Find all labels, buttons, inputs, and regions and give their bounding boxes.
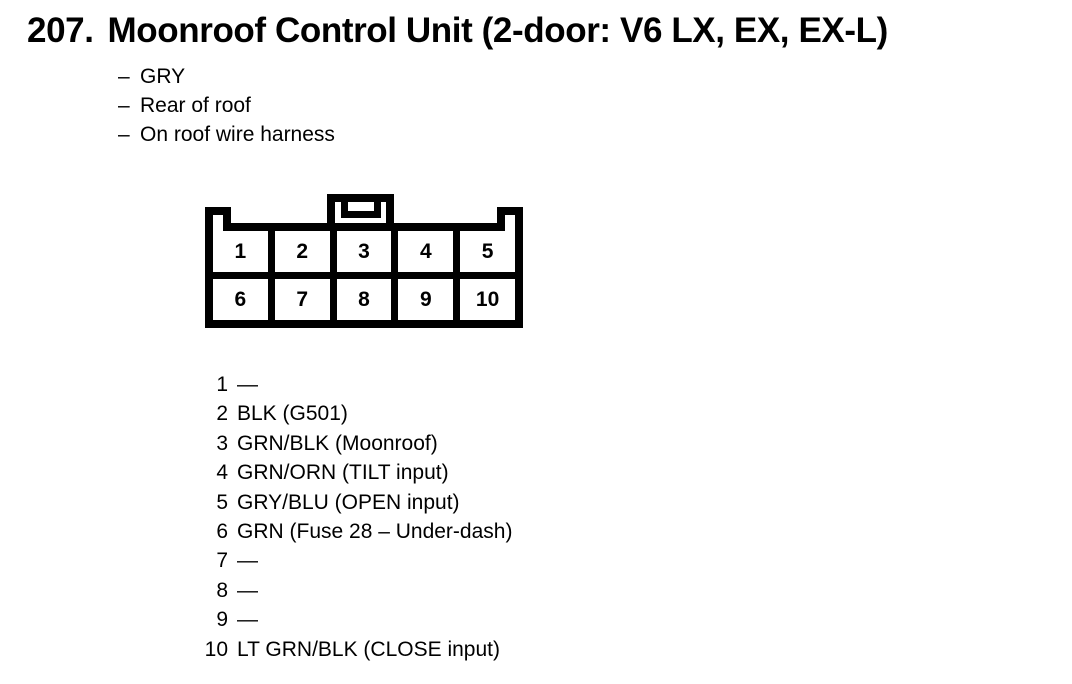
pin-number: 4 [216,461,228,485]
connector-pin-cell: 6 [213,279,268,320]
pinout-row: 2 BLK (G501) [200,399,512,428]
connector-ear-right [497,207,523,231]
connector-latch-tab [327,194,394,223]
pin-wire-label: GRN/ORN (TILT input) [237,461,449,485]
connector-pin-cell: 2 [274,231,330,272]
connector-pin-cell: 4 [398,231,454,272]
connector-pin-cell: 10 [460,279,515,320]
note-line: – Rear of roof [118,91,335,120]
pinout-row: 5 GRY/BLU (OPEN input) [200,488,512,517]
pinout-row: 10 LT GRN/BLK (CLOSE input) [200,635,512,664]
connector-notes: – GRY – Rear of roof – On roof wire harn… [118,62,335,149]
connector-ear-left [205,207,231,231]
pin-wire-label: — [237,578,258,602]
connector-pin-grid: 1 2 3 4 5 6 7 8 9 10 [213,231,515,320]
note-text: On roof wire harness [140,123,335,146]
pin-number: 6 [216,520,228,544]
pinout-row: 6 GRN (Fuse 28 – Under-dash) [200,517,512,546]
pinout-row: 7 — [200,546,512,575]
connector-pin-cell: 8 [336,279,392,320]
pinout-row: 4 GRN/ORN (TILT input) [200,458,512,487]
note-dash: – [118,65,130,88]
pinout-list: 1 — 2 BLK (G501) 3 GRN/BLK (Moonroof) 4 … [200,370,513,664]
note-text: GRY [140,65,186,88]
connector-pin-cell: 7 [274,279,330,320]
page-title-text: Moonroof Control Unit (2-door: V6 LX, EX… [107,11,889,50]
pin-number: 9 [216,608,228,632]
pinout-row: 9 — [200,605,512,634]
connector-pin-cell: 9 [398,279,454,320]
connector-pin-cell: 5 [460,231,515,272]
pin-number: 3 [216,431,228,455]
note-line: – On roof wire harness [118,120,335,149]
pin-number: 5 [216,490,228,514]
latch-slot [340,202,381,218]
pin-number: 7 [216,549,228,573]
connector-pin-cell: 3 [336,231,392,272]
note-line: – GRY [118,62,335,91]
pin-wire-label: GRN (Fuse 28 – Under-dash) [237,520,513,544]
pin-wire-label: LT GRN/BLK (CLOSE input) [237,637,500,661]
pin-wire-label: — [237,549,258,573]
note-dash: – [118,123,130,146]
pin-wire-label: GRN/BLK (Moonroof) [237,431,438,455]
connector-pin-cell: 1 [213,231,268,272]
pin-number: 2 [216,402,228,426]
note-dash: – [118,94,130,117]
pin-wire-label: — [237,373,258,396]
pin-number: 10 [204,637,228,661]
pinout-row: 1 — [200,370,512,399]
pinout-row: 3 GRN/BLK (Moonroof) [200,429,512,458]
pinout-row: 8 — [200,576,512,605]
note-text: Rear of roof [140,94,251,117]
pin-wire-label: — [237,608,258,632]
item-number: 207. [27,11,94,50]
page-title: 207. Moonroof Control Unit (2-door: V6 LX… [27,11,888,51]
pin-wire-label: BLK (G501) [237,402,348,426]
pin-number: 8 [216,578,228,602]
pin-number: 1 [216,373,228,396]
pin-wire-label: GRY/BLU (OPEN input) [237,490,460,514]
